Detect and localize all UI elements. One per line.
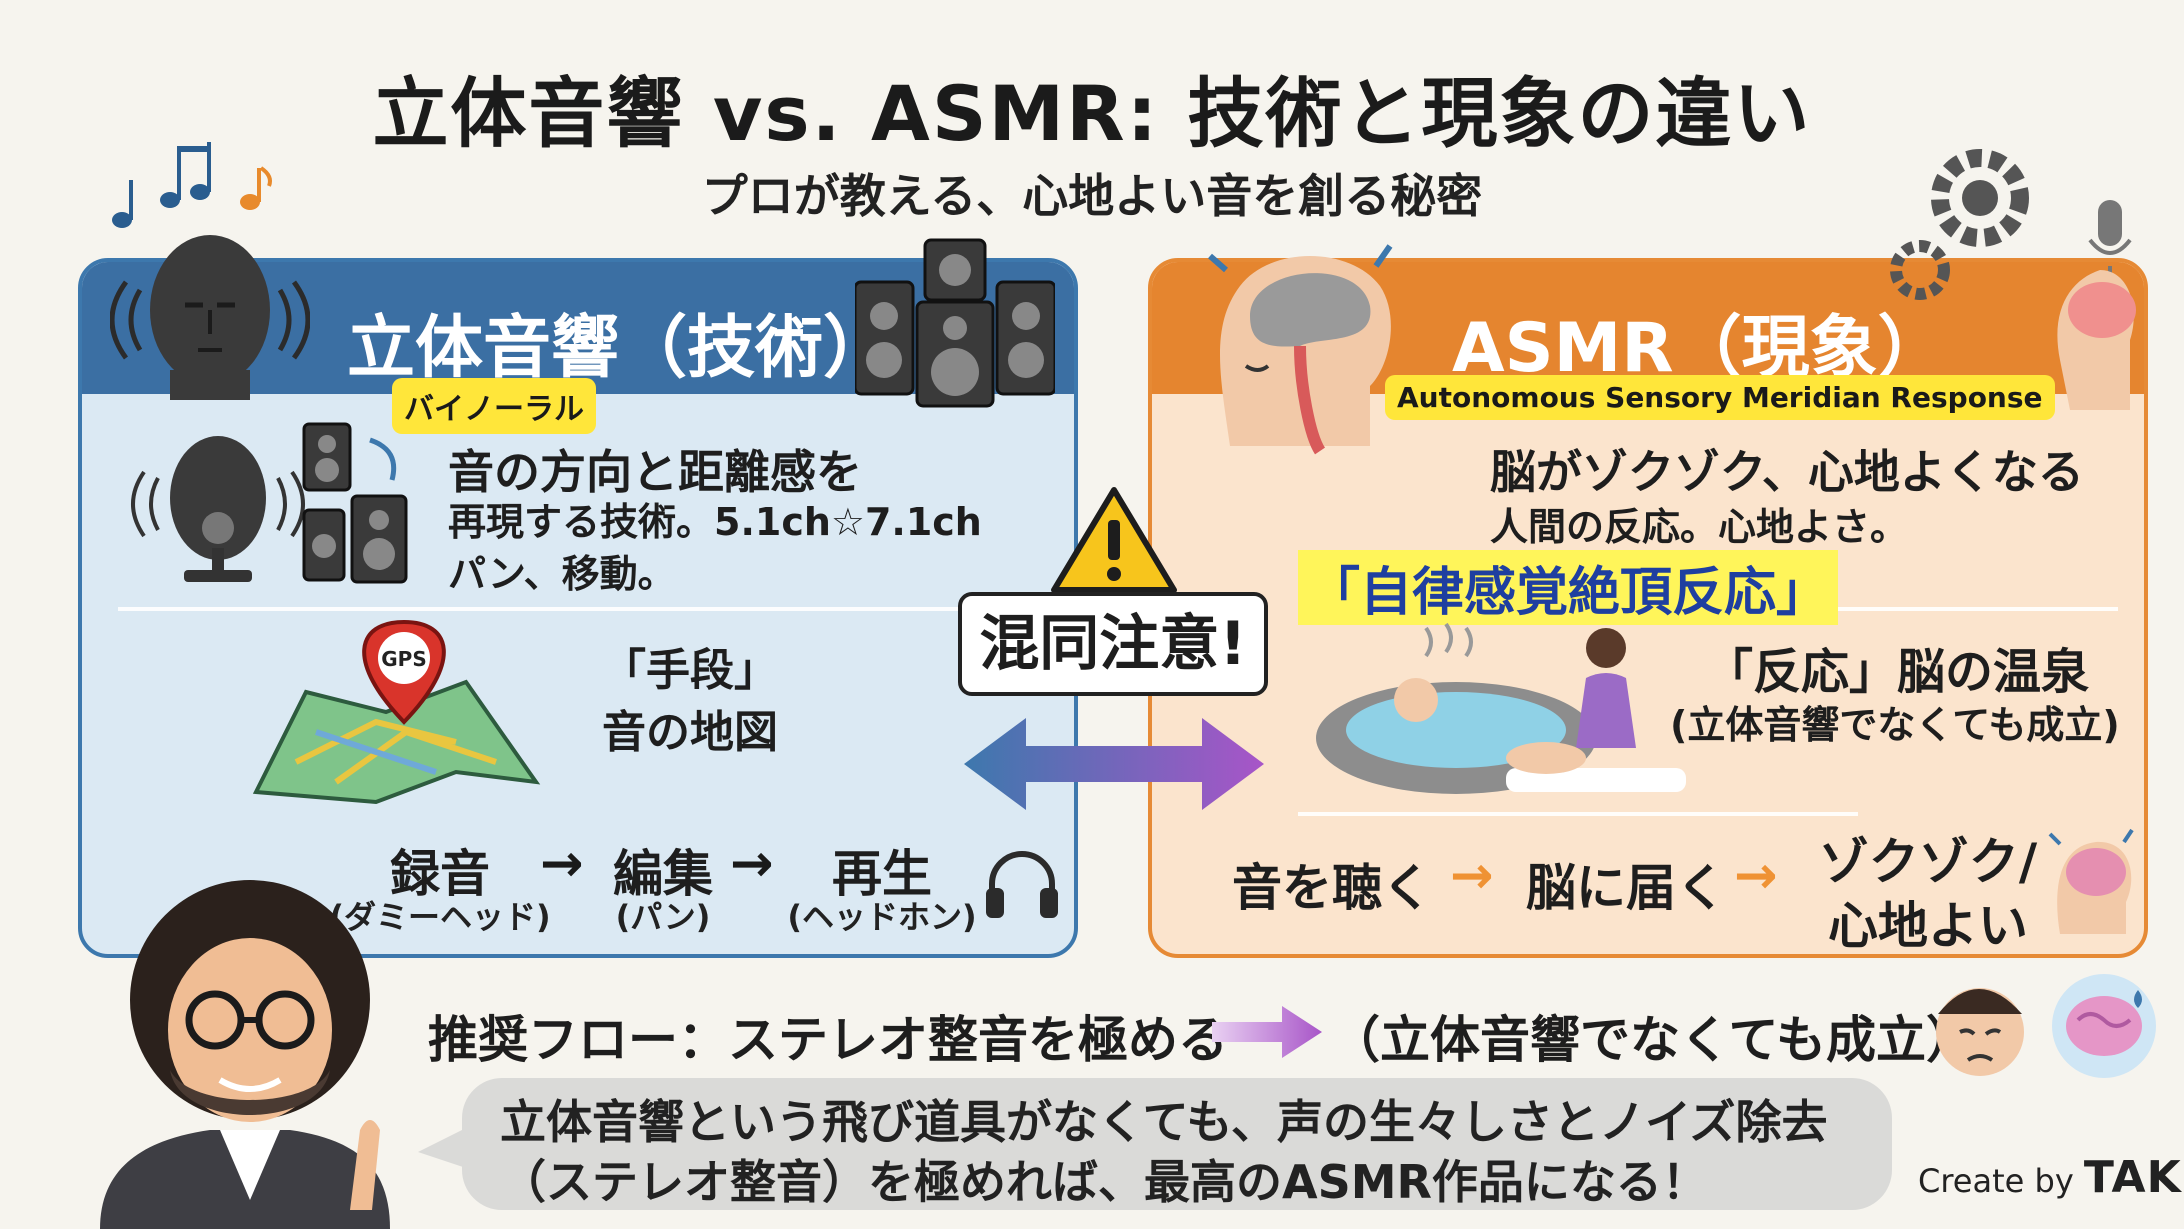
bubble-tail [418,1122,478,1172]
asmr-full-name-tag: Autonomous Sensory Meridian Response [1385,375,2055,420]
flow-tingle: ゾクゾク/ [1818,833,2038,891]
page-subtitle: プロが教える、心地よい音を創る秘密 [701,169,1483,223]
technology-description-sub2: パン、移動。 [448,552,676,596]
speakers-icon [855,238,1055,408]
flow-arrow-orange-2: → [1734,846,1778,906]
phenomenon-description-main: 脳がゾクゾク、心地よくなる [1490,445,2084,499]
warning-icon [1051,487,1177,593]
small-speakers-icon [302,422,408,584]
flow-listen: 音を聴く [1232,859,1432,917]
flow-playback: 再生 [832,845,932,903]
credit: Create by TAKE [1918,1152,2184,1203]
music-notes-icon [112,142,272,228]
means-label: 「手段」 [602,645,778,696]
summary-bubble [462,1078,1892,1210]
phenomenon-panel-title: ASMR（現象） [1452,309,1946,388]
tired-face-icon [1936,988,2024,1076]
reaction-label: 「反応」脳の温泉 [1705,644,2090,700]
right-divider-2 [1298,812,1858,816]
flow-arrow-orange-1: → [1450,846,1494,906]
means-description: 音の地図 [602,707,778,758]
summary-line-1: 立体音響という飛び道具がなくても、声の生々しさとノイズ除去 [500,1095,1828,1149]
technology-means: 「手段」 音の地図 [560,640,820,764]
binaural-tag: バイノーラル [392,378,596,434]
gps-label: GPS [381,647,426,671]
credit-name: TAKE [2083,1152,2184,1203]
summary-line-2: （ステレオ整音）を極めれば、最高のASMR作品になる！ [500,1155,1708,1209]
flow-playback-sub: (ヘッドホン) [787,898,977,936]
avatar [100,880,390,1229]
flow-reach-brain: 脳に届く [1526,859,1726,917]
headphones-icon [986,851,1058,918]
flow-editing: 編集 [613,845,713,903]
flow-arrow-1: → [540,834,584,894]
gears-icon [1890,149,2136,410]
brain-head-icon [1208,244,1393,455]
tingling-brain-icon [2048,828,2134,934]
recommended-flow: 推奨フロー：ステレオ整音を極める [428,1011,1228,1069]
confusion-warning: 混同注意! [958,592,1268,696]
credit-prefix: Create by [1918,1162,2074,1200]
brain-icon [2052,974,2156,1078]
flow-editing-sub: (パン) [615,898,711,936]
left-divider [118,607,968,611]
recommended-arrow-icon [1212,1006,1322,1058]
map-gps-icon: GPS [252,619,541,805]
recommended-note: （立体音響でなくても成立） [1330,1011,1976,1069]
flow-arrow-2: → [730,834,774,894]
technology-panel-title: 立体音響（技術） [347,309,892,388]
reaction-note: (立体音響でなくても成立) [1670,703,2120,747]
flow-recording: 録音 [390,845,490,903]
flow-recording-sub: (ダミーヘッド) [329,898,551,936]
flow-comfortable: 心地よい [1828,897,2028,955]
hot-spring-icon [1316,622,1686,794]
page-title: 立体音響 vs. ASMR: 技術と現象の違い [372,69,1812,158]
binaural-microphone-icon [131,436,305,582]
dummy-head-icon [110,235,310,400]
phenomenon-description-sub: 人間の反応。心地よさ。 [1490,505,1909,549]
technology-description-main: 音の方向と距離感を [448,445,862,499]
technology-description-sub1: 再現する技術。5.1ch☆7.1ch [448,500,982,544]
asmr-japanese-name: 「自律感覚絶頂反応」 [1298,550,1839,625]
double-arrow-icon [964,718,1264,810]
